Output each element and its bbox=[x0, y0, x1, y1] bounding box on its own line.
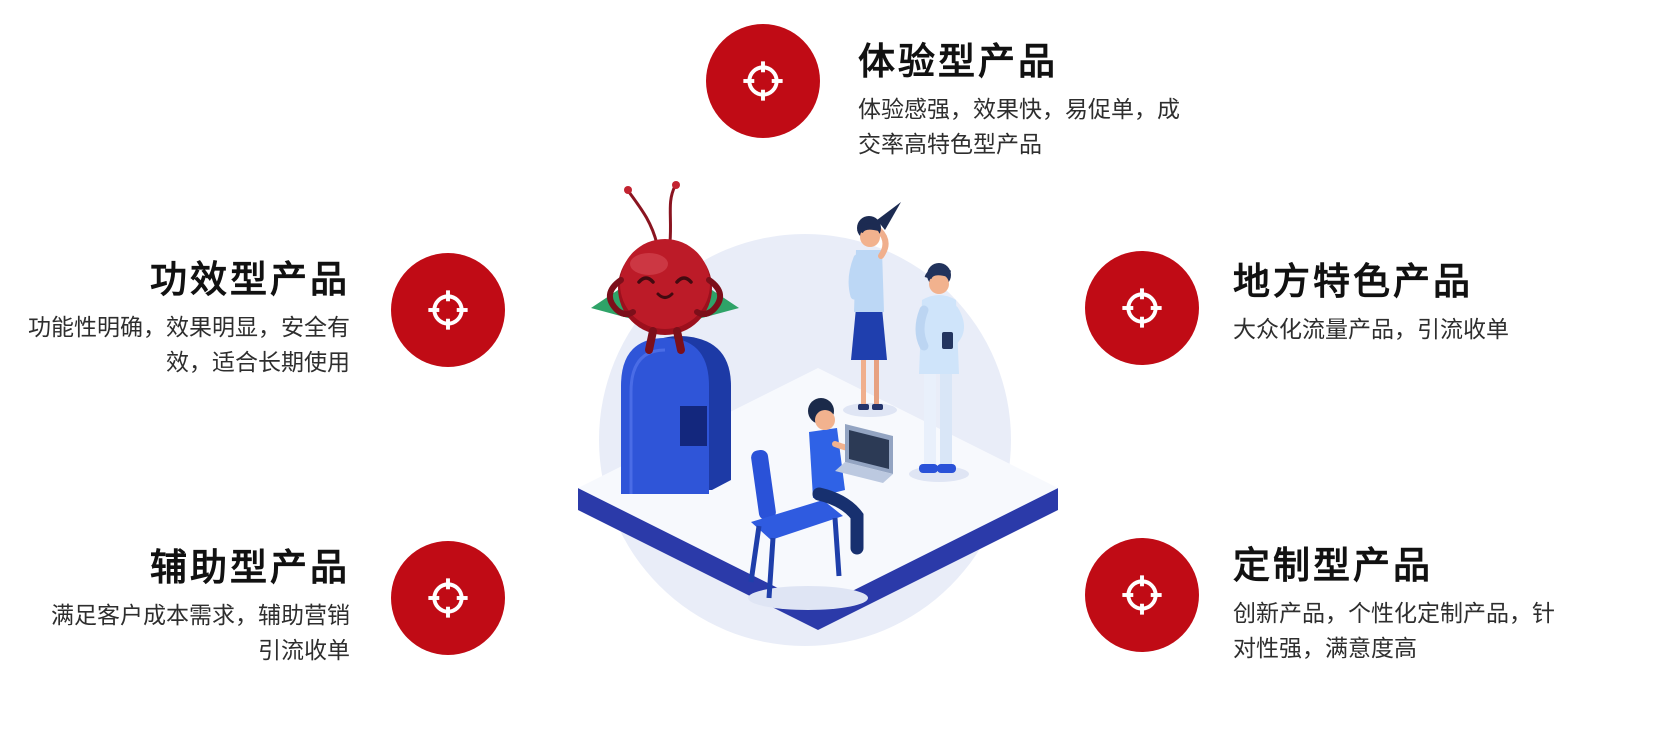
target-icon bbox=[1122, 575, 1162, 615]
efficacy-desc: 功能性明确，效果明显，安全有 效，适合长期使用 bbox=[28, 314, 350, 376]
custom-title: 定制型产品 bbox=[1233, 545, 1433, 586]
target-icon bbox=[428, 290, 468, 330]
efficacy-title: 功效型产品 bbox=[150, 259, 350, 300]
badge-local bbox=[1085, 251, 1199, 365]
node-auxiliary: 辅助型产品 满足客户成本需求，辅助营销 引流收单 bbox=[0, 546, 350, 668]
target-icon bbox=[428, 578, 468, 618]
experience-title: 体验型产品 bbox=[858, 41, 1058, 82]
experience-desc: 体验感强，效果快，易促单，成 交率高特色型产品 bbox=[858, 96, 1180, 158]
local-title: 地方特色产品 bbox=[1233, 261, 1473, 302]
local-desc: 大众化流量产品，引流收单 bbox=[1233, 316, 1509, 343]
standing-man bbox=[909, 263, 969, 482]
custom-desc: 创新产品，个性化定制产品，针 对性强，满意度高 bbox=[1233, 600, 1555, 662]
node-custom: 定制型产品 创新产品，个性化定制产品，针 对性强，满意度高 bbox=[1233, 544, 1653, 666]
badge-auxiliary bbox=[391, 541, 505, 655]
badge-custom bbox=[1085, 538, 1199, 652]
auxiliary-title: 辅助型产品 bbox=[150, 547, 350, 588]
auxiliary-desc: 满足客户成本需求，辅助营销 引流收单 bbox=[51, 602, 350, 664]
badge-experience bbox=[706, 24, 820, 138]
node-efficacy: 功效型产品 功能性明确，效果明显，安全有 效，适合长期使用 bbox=[0, 258, 350, 380]
kiosk-pedestal bbox=[621, 336, 731, 494]
node-local: 地方特色产品 大众化流量产品，引流收单 bbox=[1233, 260, 1653, 347]
node-experience: 体验型产品 体验感强，效果快，易促单，成 交率高特色型产品 bbox=[858, 40, 1238, 162]
standing-woman bbox=[843, 202, 901, 417]
target-icon bbox=[1122, 288, 1162, 328]
badge-efficacy bbox=[391, 253, 505, 367]
seated-person-with-laptop bbox=[748, 398, 893, 610]
center-illustration bbox=[578, 181, 1058, 646]
cherry-mascot bbox=[591, 181, 739, 354]
target-icon bbox=[743, 61, 783, 101]
